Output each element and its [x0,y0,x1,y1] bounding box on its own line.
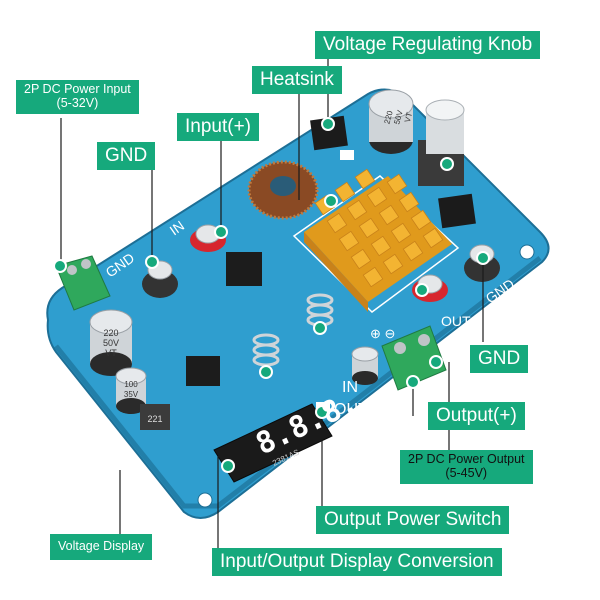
cap-big-line1: 220 [103,328,118,338]
potentiometer-knob [418,99,465,186]
leader-lines [60,56,484,550]
right-capacitor [351,346,379,385]
toroid-inductor [247,160,319,220]
board-out-right: OUT [441,313,471,329]
label-voltage-knob: Voltage Regulating Knob [315,31,541,59]
label-gnd-output: GND [470,345,529,373]
cap-big-line2: 50V [103,338,119,348]
inductor-code: 221 [147,414,162,424]
label-output-plus: Output(+) [428,402,525,430]
smd-inductor [140,404,170,430]
cap-right-line2: 50V [392,109,405,126]
label-output-power-switch: Output Power Switch [316,506,510,534]
transistor [438,193,476,229]
label-input-plus: Input(+) [177,113,260,141]
label-gnd-input: GND [97,142,156,170]
ic-chip [186,356,220,386]
cap-right-line1: 220 [383,109,395,125]
transistor [310,115,348,151]
cap-big-line3: VT [105,348,117,358]
label-dc-input-line2: (5-32V) [56,95,99,110]
label-display-conversion: Input/Output Display Conversion [212,548,502,576]
board-polarity: ⊕ ⊖ [370,326,395,341]
label-dc-output-line1: 2P DC Power Output [408,452,525,466]
small-capacitor [115,367,147,414]
cap-small-line2: 35V [124,390,139,399]
board-out-switch: OUT [334,401,368,418]
cap-small-line1: 100 [124,380,138,389]
input-terminal-block [55,255,111,311]
leader-dots [53,117,490,473]
label-dc-output-line2: (5-45V) [445,465,488,480]
mount-hole [519,244,535,260]
label-dc-input-line1: 2P DC Power Input [24,82,131,96]
label-dc-power-input: 2P DC Power Input (5-32V) [16,80,139,114]
mount-hole [197,492,213,508]
cap-right-line3: VT [403,111,414,123]
output-terminal-block [381,325,447,391]
label-heatsink: Heatsink [252,66,342,94]
ic-chip [226,252,262,286]
board-in-switch: IN [342,379,358,396]
heatsink [304,168,452,312]
top-capacitor [368,89,414,154]
label-voltage-display: Voltage Display [50,534,153,560]
label-dc-power-output: 2P DC Power Output (5-45V) [400,450,533,484]
diode [340,150,354,160]
